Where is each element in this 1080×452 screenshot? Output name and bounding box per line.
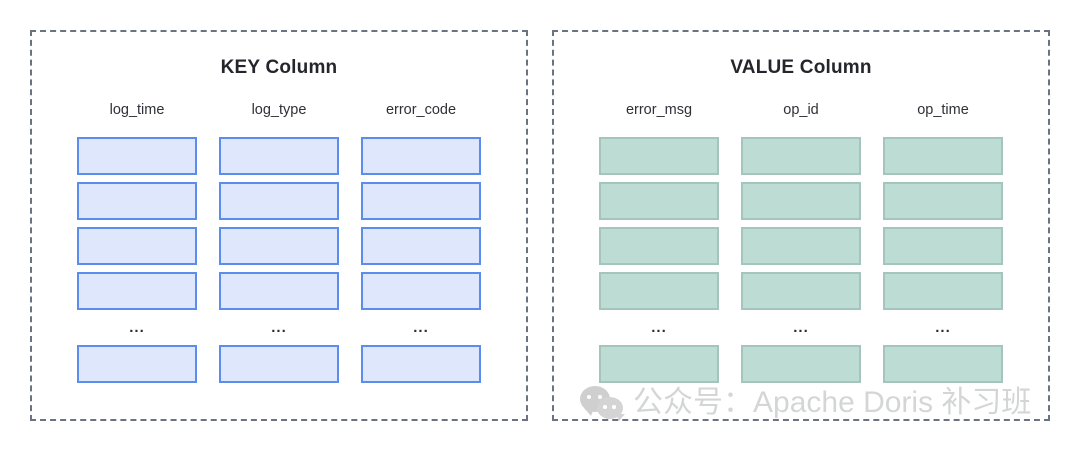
data-cell — [219, 271, 339, 310]
column-error-code: ... — [361, 136, 481, 383]
data-cell — [361, 226, 481, 265]
panel-title: VALUE Column — [730, 57, 872, 78]
column-op-time: ... — [883, 136, 1003, 383]
data-cell — [599, 226, 719, 265]
data-cell — [599, 136, 719, 175]
column-header: log_time — [109, 102, 165, 118]
data-cell — [599, 271, 719, 310]
column-header: error_code — [385, 102, 457, 118]
data-cell — [219, 136, 339, 175]
column-op-id: ... — [741, 136, 861, 383]
ellipsis: ... — [129, 318, 145, 336]
data-cell — [883, 344, 1003, 383]
panel-key-column: KEY Column log_time log_type error_code … — [30, 30, 528, 421]
ellipsis: ... — [935, 318, 951, 336]
data-cell — [219, 344, 339, 383]
data-cell — [219, 181, 339, 220]
data-cell — [741, 181, 861, 220]
data-cell — [599, 181, 719, 220]
data-cell — [741, 226, 861, 265]
data-cell — [77, 271, 197, 310]
column-header: op_time — [917, 102, 969, 118]
panel-value-column: VALUE Column error_msg op_id op_time ...… — [552, 30, 1050, 421]
data-cell — [361, 344, 481, 383]
column-header-row: log_time log_type error_code — [32, 103, 526, 118]
column-error-msg: ... — [599, 136, 719, 383]
data-cell — [361, 271, 481, 310]
data-cell — [741, 344, 861, 383]
column-header: error_msg — [625, 102, 693, 118]
column-header-row: error_msg op_id op_time — [554, 103, 1048, 118]
column-log-time: ... — [77, 136, 197, 383]
data-cell — [741, 271, 861, 310]
column-grid: ... ... ... — [32, 136, 526, 383]
data-cell — [361, 136, 481, 175]
ellipsis: ... — [793, 318, 809, 336]
data-cell — [883, 136, 1003, 175]
ellipsis: ... — [271, 318, 287, 336]
data-cell — [77, 344, 197, 383]
ellipsis: ... — [413, 318, 429, 336]
data-cell — [77, 226, 197, 265]
data-cell — [219, 226, 339, 265]
column-log-type: ... — [219, 136, 339, 383]
data-cell — [77, 181, 197, 220]
data-cell — [361, 181, 481, 220]
column-header: op_id — [783, 102, 819, 118]
data-cell — [741, 136, 861, 175]
data-cell — [77, 136, 197, 175]
data-cell — [599, 344, 719, 383]
column-header: log_type — [251, 102, 307, 118]
ellipsis: ... — [651, 318, 667, 336]
data-cell — [883, 181, 1003, 220]
column-grid: ... ... ... — [554, 136, 1048, 383]
data-cell — [883, 226, 1003, 265]
panel-title: KEY Column — [220, 57, 338, 78]
data-cell — [883, 271, 1003, 310]
